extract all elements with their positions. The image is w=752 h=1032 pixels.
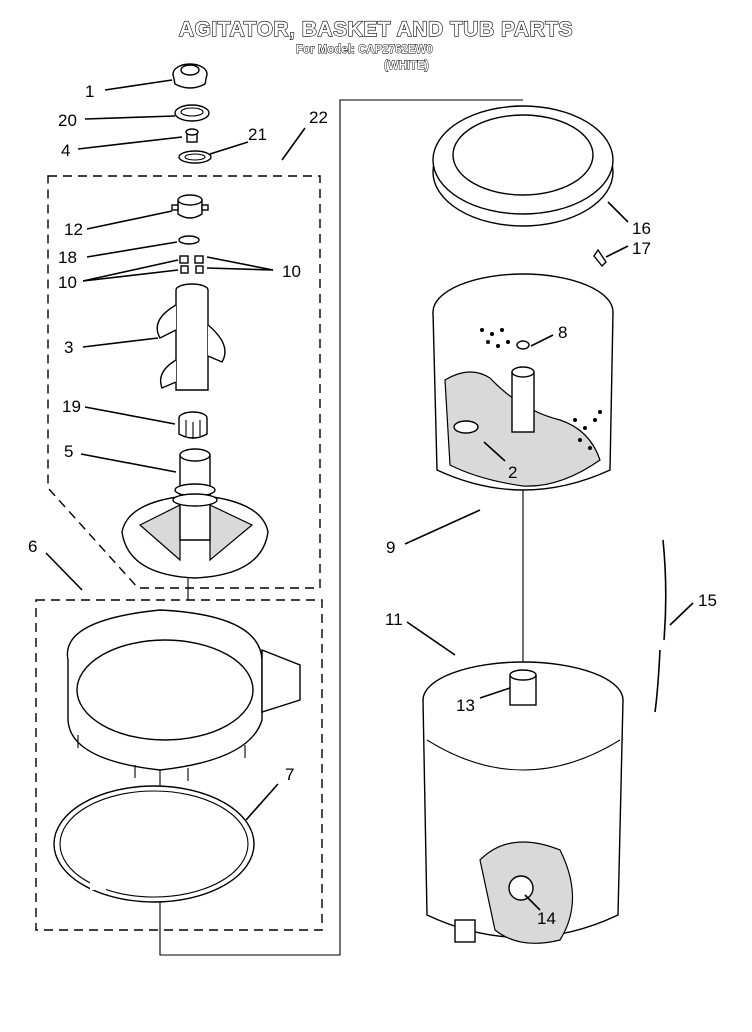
callout-8: 8 (558, 323, 567, 342)
clip-part (593, 248, 607, 268)
tub-ring-part (66, 609, 301, 781)
callout-13: 13 (456, 696, 475, 715)
callout-6: 6 (28, 537, 37, 556)
washer-part (178, 235, 200, 245)
callout-14: 14 (537, 909, 556, 928)
tub-seal-part (53, 785, 255, 903)
agitator-base-part (121, 448, 269, 579)
agitator-dogs-part (179, 255, 204, 274)
callout-22: 22 (309, 108, 328, 127)
callout-18: 18 (58, 248, 77, 267)
callout-10-right: 10 (282, 262, 301, 281)
callout-16: 16 (632, 219, 651, 238)
o-ring-part (178, 150, 212, 164)
callout-5: 5 (64, 442, 73, 461)
callout-7: 7 (285, 765, 294, 784)
cap-retainer-part (174, 104, 210, 122)
drive-bell-part (178, 411, 208, 439)
callout-17: 17 (632, 239, 651, 258)
callout-2: 2 (508, 463, 517, 482)
callout-11: 11 (385, 610, 403, 629)
diagram-title: AGITATOR, BASKET AND TUB PARTS (178, 17, 574, 41)
color-subtitle: (WHITE) (384, 60, 430, 73)
callout-3: 3 (64, 338, 73, 357)
agitator-bolt-part (185, 128, 199, 143)
callout-4: 4 (61, 141, 70, 160)
callout-21: 21 (248, 125, 267, 144)
callout-19: 19 (62, 397, 81, 416)
callout-1: 1 (85, 82, 94, 101)
callout-15: 15 (698, 591, 717, 610)
hose-part (654, 539, 667, 713)
callout-12: 12 (64, 220, 83, 239)
agitator-group-box (47, 175, 321, 589)
callout-20: 20 (58, 111, 77, 130)
outer-tub-part (422, 661, 624, 944)
model-subtitle: For Model: CAP2762EW0 (296, 44, 434, 57)
basket-part (432, 273, 614, 491)
leader-lines (45, 79, 694, 911)
callout-9: 9 (386, 538, 395, 557)
agitator-cap-part (172, 63, 208, 89)
auger-part (156, 283, 226, 391)
callout-10-left: 10 (58, 273, 77, 292)
tub-ring-top-part (432, 105, 614, 227)
cam-part (171, 194, 209, 219)
tub-ring-group-box (35, 599, 323, 931)
